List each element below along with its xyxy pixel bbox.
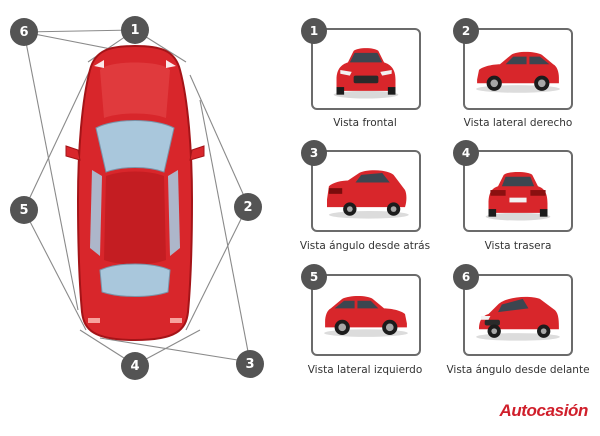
view-badge-4: 4 xyxy=(453,140,479,166)
marker-badge-2: 2 xyxy=(234,193,262,221)
car-front-view-icon xyxy=(333,48,399,99)
view-badge-6: 6 xyxy=(453,264,479,290)
car-front-angle-view-icon xyxy=(476,296,560,341)
view-caption-2: Vista lateral derecho xyxy=(463,117,573,129)
view-caption-5: Vista lateral izquierdo xyxy=(307,364,423,376)
view-caption-4: Vista trasera xyxy=(484,240,552,252)
view-caption-1: Vista frontal xyxy=(333,117,397,129)
view-caption-6: Vista ángulo desde delante xyxy=(446,364,590,376)
brand-name: Autocasión xyxy=(499,401,588,420)
view-badge-2: 2 xyxy=(453,18,479,44)
view-thumb-3[interactable]: 3 xyxy=(301,140,421,232)
view-badge-1: 1 xyxy=(301,18,327,44)
marker-badge-6: 6 xyxy=(10,18,38,46)
view-thumb-1[interactable]: 1 xyxy=(301,18,421,110)
view-badge-3: 3 xyxy=(301,140,327,166)
view-thumb-4[interactable]: 4 xyxy=(453,140,573,232)
car-left-side-view-icon xyxy=(324,295,408,337)
autocasion-logo: Autocasión xyxy=(499,400,588,422)
marker-badge-1: 1 xyxy=(121,16,149,44)
view-badge-5: 5 xyxy=(301,264,327,290)
marker-badge-5: 5 xyxy=(10,196,38,224)
car-right-side-view-icon xyxy=(476,51,560,93)
car-rear-view-icon xyxy=(485,171,551,221)
view-thumb-5[interactable]: 5 xyxy=(301,264,421,356)
marker-badge-3: 3 xyxy=(236,350,264,378)
marker-badge-4: 4 xyxy=(121,352,149,380)
camera-angle-diagram: 1 2 3 4 5 6 xyxy=(0,0,290,400)
car-body xyxy=(65,44,205,342)
view-thumb-2[interactable]: 2 xyxy=(453,18,573,110)
car-top-view-illustration xyxy=(23,29,251,366)
view-caption-3: Vista ángulo desde atrás xyxy=(299,240,431,252)
car-rear-angle-view-icon xyxy=(327,170,409,219)
view-thumb-6[interactable]: 6 xyxy=(453,264,573,356)
